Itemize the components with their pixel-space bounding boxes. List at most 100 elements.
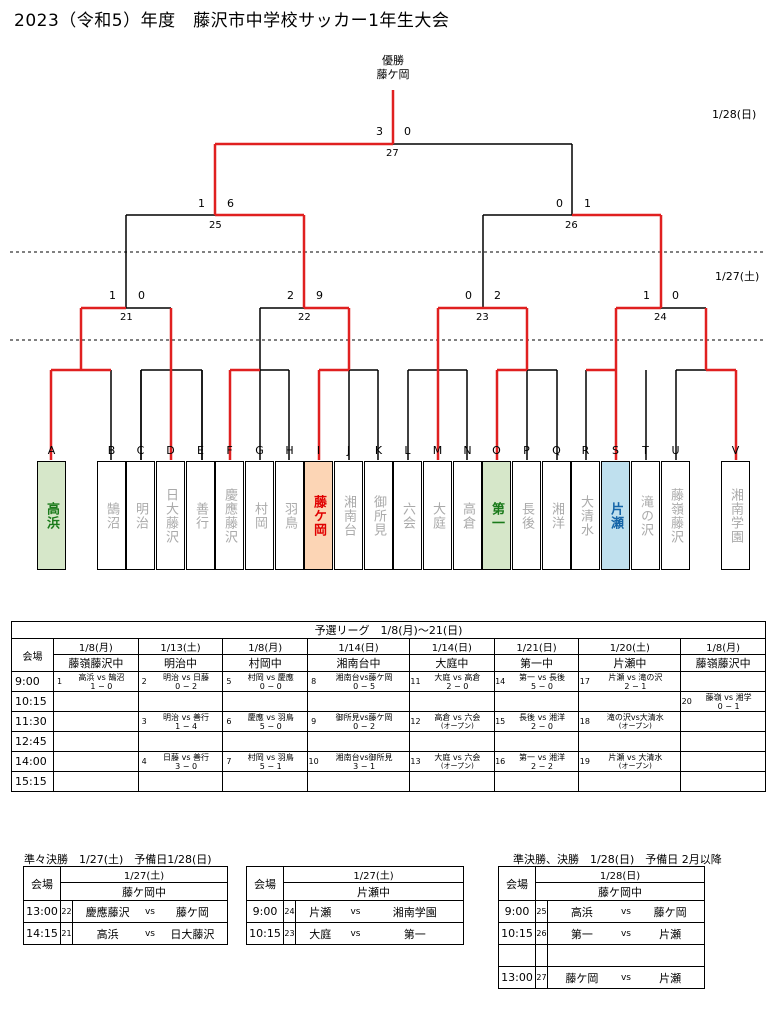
empty-cell [53, 691, 139, 712]
time-cell [498, 944, 536, 967]
team-name: 鵠沼 [104, 501, 119, 530]
empty-cell [307, 731, 410, 752]
match-score: 5 − 0 [531, 681, 554, 691]
empty-cell [493, 691, 580, 712]
match-score: 2 − 0 [446, 681, 469, 691]
time-cell: 10:15 [498, 922, 536, 945]
empty-cell [307, 691, 410, 712]
match-score: 2 − 2 [531, 761, 554, 771]
score-21-right: 0 [138, 289, 145, 302]
venue-header: 会場 [246, 866, 284, 901]
match-number: 1 [53, 671, 65, 692]
score-25-left: 1 [198, 197, 205, 210]
match-number: 2 [137, 671, 150, 692]
match-teams: 滝の沢vs大清水 [606, 712, 664, 722]
match-number: 16 [493, 751, 506, 772]
team-b: 藤ケ岡 [636, 900, 706, 923]
empty-cell [53, 751, 139, 772]
time-cell: 10:15 [246, 922, 284, 945]
team-b: 片瀬 [636, 966, 706, 989]
venue-cell: 湘南台中 [307, 654, 410, 672]
vs-label: vs [142, 900, 158, 923]
team-a: 藤ケ岡 [547, 966, 616, 989]
empty-cell [680, 771, 766, 792]
match-cell: 片瀬 vs 大清水(オープン) [590, 751, 682, 772]
team-box: 慶應藤沢 [215, 461, 244, 570]
venue-cell: 藤ケ岡中 [60, 882, 228, 901]
venue-cell: 片瀬中 [283, 882, 464, 901]
team-b: 藤ケ岡 [157, 900, 228, 923]
vs-label: vs [142, 922, 158, 945]
venue-header: 会場 [11, 638, 54, 672]
empty-cell [680, 671, 693, 692]
team-letter: T [642, 444, 649, 457]
team-b: 片瀬 [636, 922, 706, 945]
team-box: 村岡 [245, 461, 274, 570]
match-25-number: 25 [209, 220, 222, 231]
score-21-left: 1 [109, 289, 116, 302]
date-cell: 1/27(土) [60, 866, 228, 883]
empty-cell [680, 711, 766, 732]
team-letter: Q [552, 444, 561, 457]
match-number: 12 [409, 711, 421, 732]
date-cell: 1/21(日) [493, 638, 580, 655]
team-name: 慶應藤沢 [222, 487, 237, 544]
match-27-number: 27 [386, 148, 399, 159]
match-cell: 大庭 vs 六会(オープン) [420, 751, 495, 772]
team-box: 羽鳥 [275, 461, 304, 570]
team-letter: G [255, 444, 264, 457]
score-22-left: 2 [287, 289, 294, 302]
empty-cell [137, 731, 224, 752]
league-schedule-table: 予選リーグ 1/8(月)〜21(日) 会場 1/8(月) 1/13(土) 1/8… [11, 621, 767, 792]
team-box: 長後 [512, 461, 541, 570]
team-name: 村岡 [252, 501, 267, 530]
team-letter: D [166, 444, 175, 457]
score-24-left: 1 [643, 289, 650, 302]
team-letter: S [612, 444, 619, 457]
team-box: 高倉 [453, 461, 482, 570]
empty-cell [137, 771, 224, 792]
match-number: 17 [578, 671, 591, 692]
match-number: 25 [535, 900, 548, 923]
venue-header: 会場 [498, 866, 536, 901]
time-cell: 11:30 [11, 711, 54, 732]
team-name: 藤ケ岡 [311, 494, 326, 537]
empty-cell [222, 731, 309, 752]
team-letter: A [47, 444, 56, 457]
match-teams: 湘南台vs御所見 [335, 752, 393, 762]
match-number: 8 [307, 671, 320, 692]
team-b: 第一 [366, 922, 465, 945]
team-name: 六会 [400, 501, 415, 530]
score-27-left: 3 [376, 125, 383, 138]
team-box: 六会 [393, 461, 422, 570]
match-teams: 慶應 vs 羽鳥 [247, 712, 294, 722]
score-22-right: 9 [316, 289, 323, 302]
empty-cell [53, 711, 139, 732]
match-number: 18 [578, 711, 591, 732]
team-box: 滝の沢 [631, 461, 660, 570]
time-cell: 9:00 [11, 671, 54, 692]
match-number: 5 [222, 671, 235, 692]
time-cell: 10:15 [11, 691, 54, 712]
empty-cell [222, 691, 309, 712]
team-name: 高倉 [460, 501, 475, 530]
team-letter: P [523, 444, 530, 457]
sf-final-table: 会場 1/28(日) 藤ケ岡中 9:00 25 高浜 vs 藤ケ岡 10:15 … [498, 866, 706, 989]
team-name: 湘洋 [549, 501, 564, 530]
team-letter: R [581, 444, 590, 457]
team-name: 羽鳥 [282, 501, 297, 530]
time-cell: 15:15 [11, 771, 54, 792]
match-teams: 大庭 vs 六会 [434, 752, 481, 762]
team-letter: U [671, 444, 680, 457]
venue-cell: 藤ケ岡中 [535, 882, 705, 901]
match-score: 3 − 0 [175, 761, 198, 771]
match-teams: 長後 vs 湘洋 [519, 712, 566, 722]
empty-cell [408, 691, 495, 712]
match-teams: 御所見vs藤ケ岡 [335, 712, 393, 722]
match-score: 2 − 1 [624, 681, 647, 691]
